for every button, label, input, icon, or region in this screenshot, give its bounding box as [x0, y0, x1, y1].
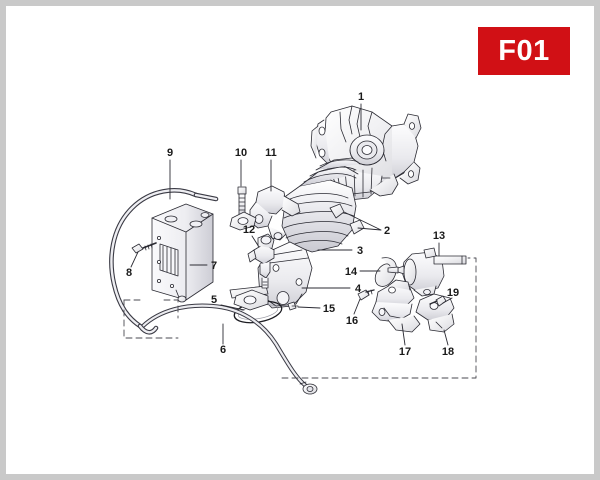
part-13-purge-valve	[387, 247, 467, 297]
callout-label-18: 18	[442, 346, 454, 358]
callout-label-1: 1	[358, 91, 364, 103]
part-8-screw	[131, 242, 157, 254]
callout-label-17: 17	[399, 346, 411, 358]
callout-label-13: 13	[433, 230, 445, 242]
callout-label-14: 14	[345, 266, 358, 278]
part-3-ribbed-sleeve	[281, 157, 361, 253]
part-16-screw	[357, 289, 375, 301]
callout-labels: 1 2 3 4 5 6 7 8 9 10 11 12 13 14 15 16 1…	[126, 91, 459, 358]
callout-label-12: 12	[243, 224, 255, 236]
part-7-charcoal-canister	[151, 203, 214, 303]
part-15-bolt	[287, 301, 299, 311]
part-17-bracket	[371, 279, 421, 333]
callout-label-6: 6	[220, 344, 226, 356]
callout-label-11: 11	[265, 147, 277, 159]
part-9-vent-hose	[109, 188, 219, 335]
part-12-fuel-injector	[247, 233, 275, 289]
part-lower-mount-plate	[233, 289, 269, 311]
callout-label-10: 10	[235, 147, 247, 159]
part-2-clamps	[329, 203, 365, 235]
callout-leader-lines	[130, 103, 453, 346]
callout-label-7: 7	[211, 260, 217, 272]
diagram-code-badge: F01	[478, 27, 570, 75]
group-dashed-boxes	[123, 257, 477, 379]
callout-label-5: 5	[211, 294, 217, 306]
callout-label-19: 19	[447, 287, 459, 299]
callout-label-8: 8	[126, 267, 132, 279]
part-14-clip	[374, 257, 397, 287]
callout-label-15: 15	[323, 303, 335, 315]
callout-label-3: 3	[357, 245, 363, 257]
part-10-long-bolt	[237, 186, 247, 217]
part-6-fuel-pipe	[140, 303, 318, 395]
callout-label-16: 16	[346, 315, 358, 327]
part-11-fuel-rail	[229, 185, 301, 241]
callout-label-4: 4	[355, 283, 362, 295]
callout-label-2: 2	[384, 225, 390, 237]
callout-label-9: 9	[167, 147, 173, 159]
